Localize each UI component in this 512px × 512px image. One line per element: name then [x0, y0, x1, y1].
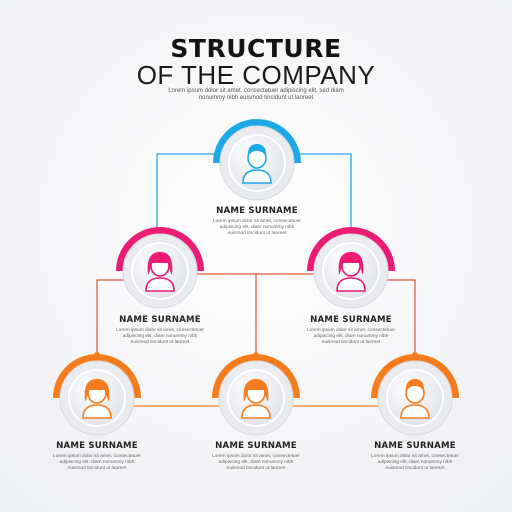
connector-mid-right [380, 279, 416, 352]
node-ceo [209, 113, 305, 214]
person-icon [336, 252, 366, 292]
node-description: Lorem ipsum dolor sit amet, consectetuer… [307, 328, 395, 345]
node-name: NAME SURNAME [215, 441, 297, 451]
node-manager-left [112, 221, 208, 322]
node-name: NAME SURNAME [310, 315, 392, 325]
node-staff-right [367, 348, 463, 449]
node-staff-left [49, 348, 145, 449]
node-description: Lorem ipsum dolor sit amet, consectetuer… [213, 219, 301, 236]
person-icon [400, 379, 430, 419]
node-description: Lorem ipsum dolor sit amet, consectetuer… [371, 454, 459, 471]
node-manager-right [303, 221, 399, 322]
person-icon [242, 144, 272, 184]
title-structure: STRUCTURE [170, 34, 342, 63]
connector-top-left [156, 153, 218, 230]
person-icon [241, 379, 271, 419]
node-description: Lorem ipsum dolor sit amet, consectetuer… [53, 454, 141, 471]
person-icon [145, 252, 175, 292]
person-icon [82, 379, 112, 419]
node-description: Lorem ipsum dolor sit amet, consectetuer… [212, 454, 300, 471]
node-name: NAME SURNAME [56, 441, 138, 451]
connector-top-right [297, 153, 352, 230]
node-description: Lorem ipsum dolor sit amet, consectetuer… [116, 328, 204, 345]
node-name: NAME SURNAME [216, 206, 298, 216]
node-name: NAME SURNAME [374, 441, 456, 451]
node-staff-center [208, 348, 304, 449]
title-of-the-company: OF THE COMPANY [136, 60, 376, 90]
node-name: NAME SURNAME [119, 315, 201, 325]
connector-mid-left [96, 279, 124, 352]
subtitle: Lorem ipsum dolor sit amet, consectetuer… [168, 88, 344, 101]
